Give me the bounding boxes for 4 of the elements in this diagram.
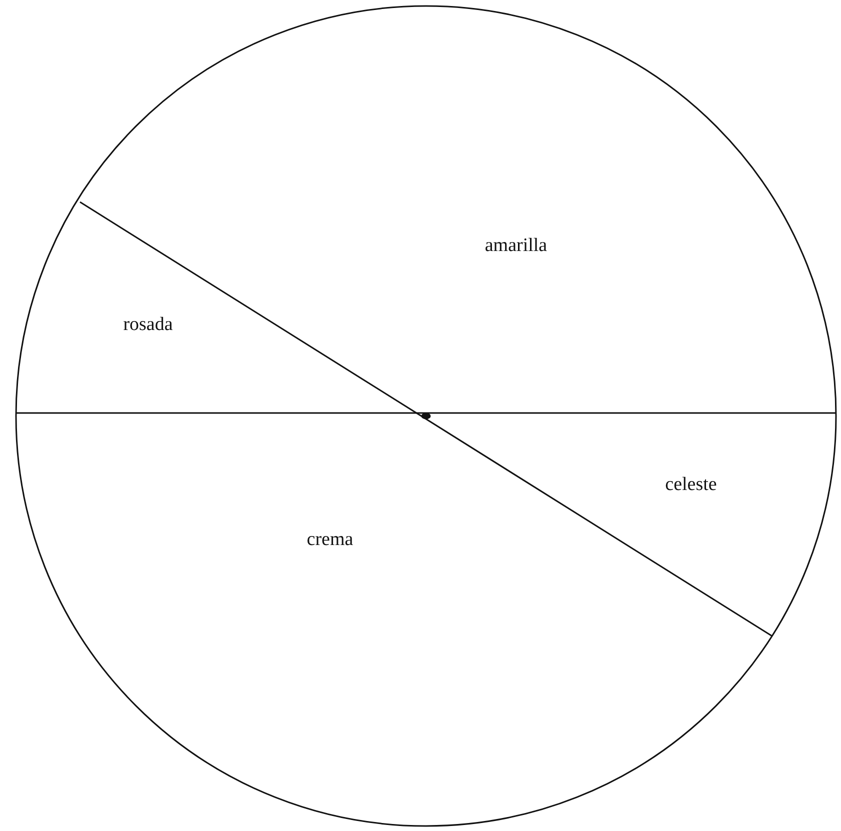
sector-label: rosada — [123, 314, 173, 336]
sector-label: celeste — [665, 474, 717, 496]
sector-label: crema — [306, 529, 354, 551]
sector-label: amarilla — [484, 235, 548, 257]
